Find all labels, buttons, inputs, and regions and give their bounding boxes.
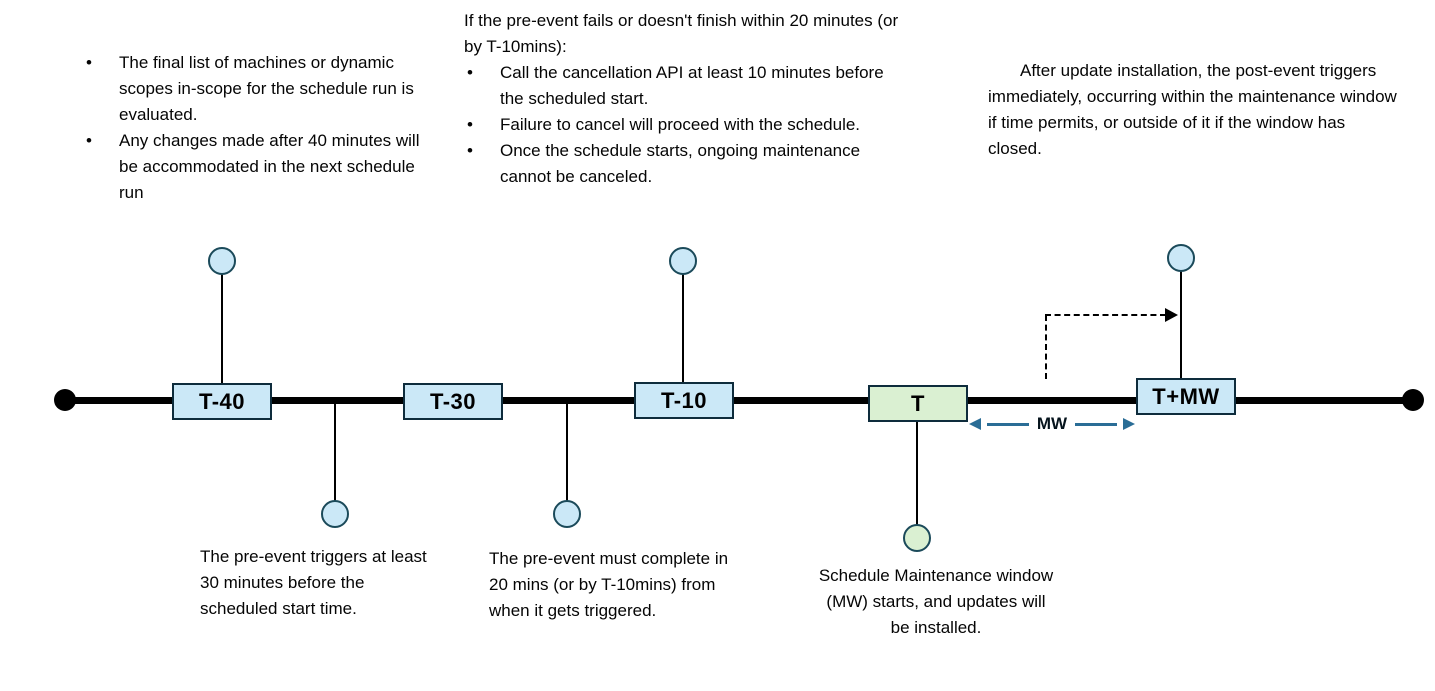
connector-line-pre-event-trigger — [334, 403, 336, 502]
note-pre-event-failure-intro: If the pre-event fails or doesn't finish… — [464, 11, 899, 56]
milestone-box-t30: T-30 — [403, 383, 503, 420]
note-pre-event-failure-list: Call the cancellation API at least 10 mi… — [464, 60, 912, 190]
note-pre-event-complete: The pre-event must complete in 20 mins (… — [489, 549, 729, 620]
timeline-line — [65, 397, 1413, 404]
mw-span-label: MW — [1036, 414, 1068, 433]
mw-span-arrow: MW — [969, 413, 1135, 435]
event-marker-pre-event-trigger-circle — [321, 500, 349, 528]
note-post-event: After update installation, the post-even… — [988, 61, 1397, 158]
connector-line-t10-top — [682, 273, 684, 384]
connector-line-mw-start — [916, 421, 918, 525]
timeline-endpoint-right-dot — [1402, 389, 1424, 411]
dashed-connector-horizontal — [1045, 314, 1166, 316]
mw-arrowhead-right-icon — [1123, 418, 1135, 430]
event-marker-pre-event-complete-circle — [553, 500, 581, 528]
timeline-endpoint-left-dot — [54, 389, 76, 411]
dashed-connector-vertical — [1045, 315, 1047, 379]
mw-arrow-line-left — [987, 422, 1029, 426]
milestone-box-t40: T-40 — [172, 383, 272, 420]
note-bullet: The final list of machines or dynamic sc… — [83, 50, 428, 128]
note-schedule-evaluation: The final list of machines or dynamic sc… — [83, 50, 428, 206]
note-bullet: Any changes made after 40 minutes will b… — [83, 128, 428, 206]
note-bullet: Failure to cancel will proceed with the … — [464, 112, 912, 138]
mw-arrowhead-left-icon — [969, 418, 981, 430]
milestone-box-t-plus-mw: T+MW — [1136, 378, 1236, 415]
event-marker-t40-top-circle — [208, 247, 236, 275]
note-pre-event-trigger: The pre-event triggers at least 30 minut… — [200, 547, 427, 618]
dashed-connector-arrowhead-icon — [1165, 308, 1178, 322]
milestone-box-t: T — [868, 385, 968, 422]
milestone-box-t10: T-10 — [634, 382, 734, 419]
event-marker-mw-start-circle — [903, 524, 931, 552]
note-bullet: Once the schedule starts, ongoing mainte… — [464, 138, 912, 190]
connector-line-pre-event-complete — [566, 403, 568, 502]
mw-arrow-line-right — [1075, 422, 1117, 426]
note-pre-event-failure: If the pre-event fails or doesn't finish… — [464, 8, 912, 190]
note-schedule-evaluation-list: The final list of machines or dynamic sc… — [83, 50, 428, 206]
note-bullet: Call the cancellation API at least 10 mi… — [464, 60, 912, 112]
note-mw-start: Schedule Maintenance window (MW) starts,… — [818, 566, 1054, 637]
connector-line-t40-top — [221, 273, 223, 385]
connector-line-post-event-top — [1180, 270, 1182, 380]
event-marker-t10-top-circle — [669, 247, 697, 275]
event-marker-post-event-circle — [1167, 244, 1195, 272]
